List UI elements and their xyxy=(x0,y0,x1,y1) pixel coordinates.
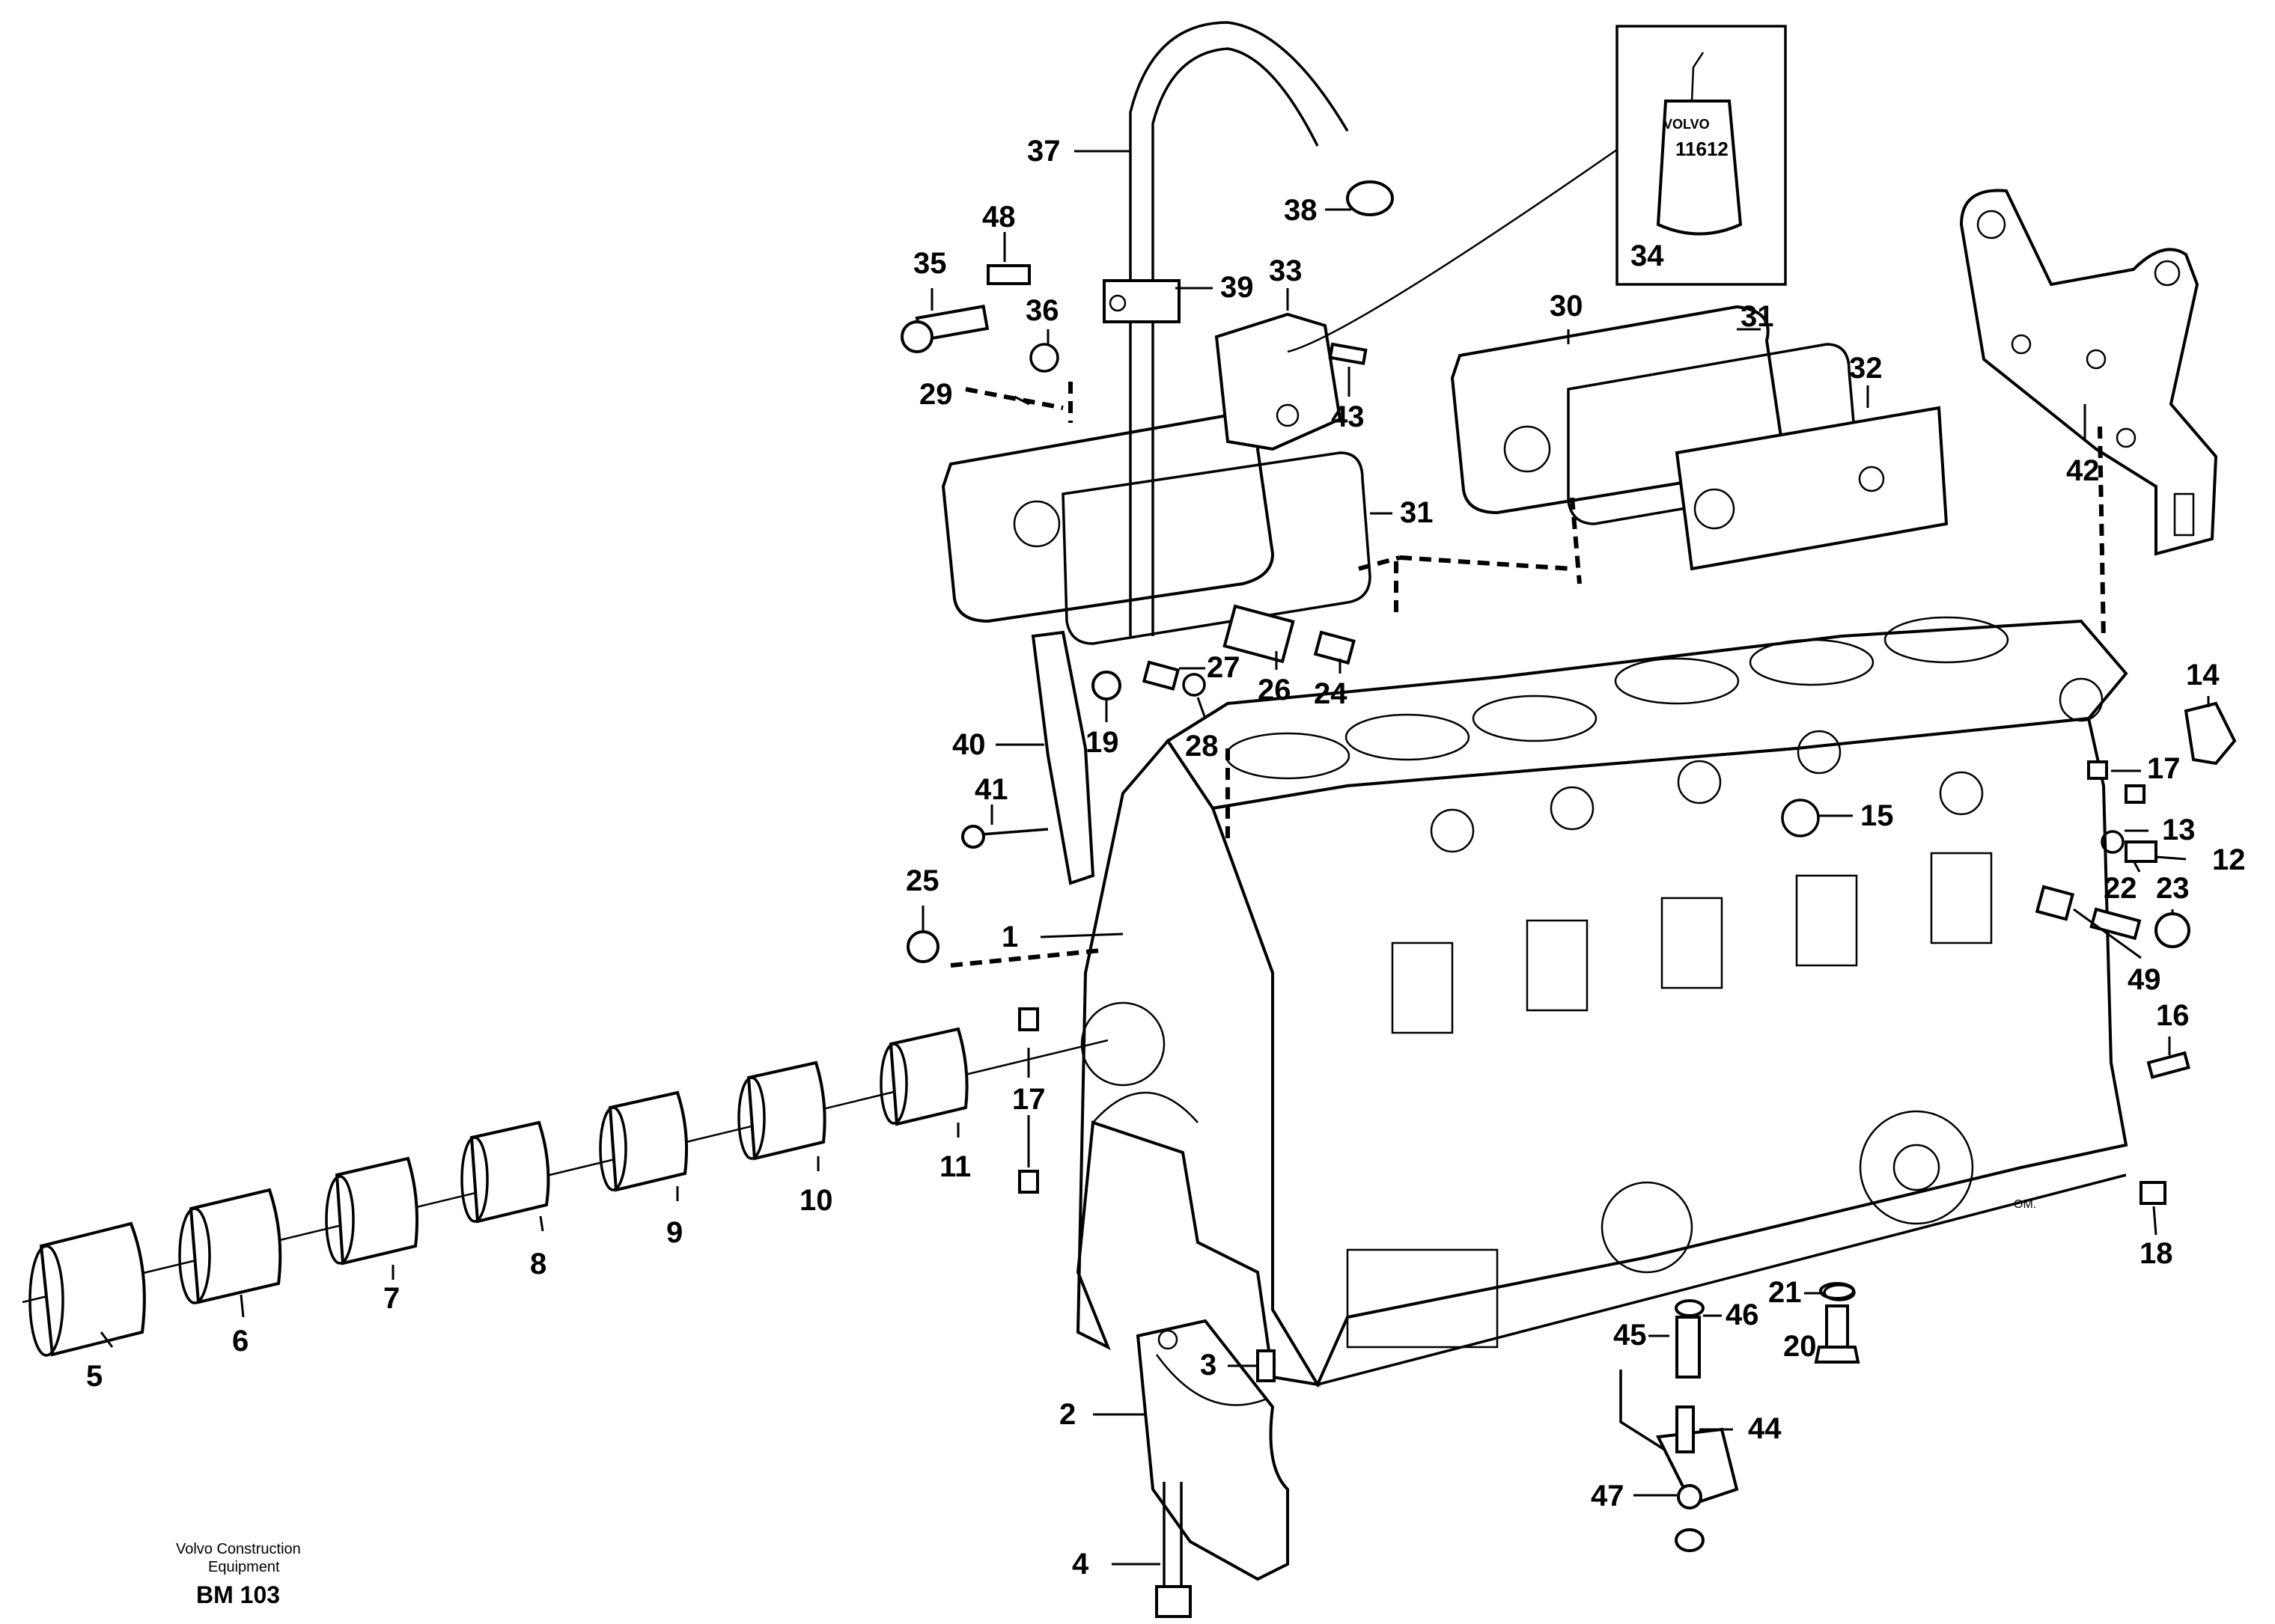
bushing-8 xyxy=(460,1120,550,1224)
part-label-11: 11 xyxy=(939,1150,971,1183)
part-label-35: 35 xyxy=(913,247,947,280)
sealant-number: 11612 xyxy=(1675,138,1729,160)
part-label-8: 8 xyxy=(530,1248,546,1280)
part-label-7: 7 xyxy=(383,1282,400,1315)
bolt-20 xyxy=(1814,1282,1860,1364)
caption-code: BM 103 xyxy=(196,1581,280,1608)
bushing-9 xyxy=(599,1090,689,1192)
part-label-3: 3 xyxy=(1200,1349,1216,1382)
drawing-signature: OM. xyxy=(2014,1198,2036,1211)
gasket-left-31 xyxy=(1062,451,1371,645)
bracket-33 xyxy=(1214,312,1342,451)
bushing-11 xyxy=(880,1027,969,1126)
part-label-5: 5 xyxy=(86,1360,103,1393)
part-label-44: 44 xyxy=(1748,1412,1782,1445)
part-label-24: 24 xyxy=(1314,677,1347,710)
part-label-46: 46 xyxy=(1726,1298,1759,1331)
part-label-15: 15 xyxy=(1860,799,1894,832)
part-label-26: 26 xyxy=(1258,674,1291,706)
dowel-3 xyxy=(1256,1349,1276,1382)
part-label-20: 20 xyxy=(1783,1330,1817,1363)
part-label-45: 45 xyxy=(1613,1319,1647,1352)
part-labels: 1 2 3 4 5 6 7 8 9 10 11 12 13 14 15 16 1 xyxy=(86,135,2246,1581)
part-label-32: 32 xyxy=(1849,352,1883,385)
part-label-9: 9 xyxy=(666,1216,683,1249)
sealant-inset-34: VOLVO 11612 xyxy=(1287,25,1787,353)
part-label-6: 6 xyxy=(232,1325,249,1358)
camshaft-bushings xyxy=(22,1027,1109,1357)
part-label-17: 17 xyxy=(1012,1083,1046,1116)
caption-company-line1: Volvo Construction xyxy=(176,1541,301,1557)
small-parts xyxy=(901,264,2237,1552)
part-label-48: 48 xyxy=(982,201,1016,233)
part-label-36: 36 xyxy=(1026,294,1059,327)
part-label-28: 28 xyxy=(1185,730,1219,763)
mounting-bracket-42 xyxy=(1959,189,2218,556)
part-label-37: 37 xyxy=(1027,135,1061,168)
part-label-31b: 31 xyxy=(1740,300,1774,333)
part-label-38: 38 xyxy=(1284,194,1318,227)
valve-cover-left-29 xyxy=(941,413,1275,623)
part-label-47: 47 xyxy=(1591,1480,1624,1512)
part-label-39: 39 xyxy=(1220,271,1254,304)
part-label-29: 29 xyxy=(919,378,953,411)
part-label-27: 27 xyxy=(1207,651,1240,684)
part-label-42: 42 xyxy=(2066,454,2100,487)
part-label-33: 33 xyxy=(1269,254,1303,287)
part-label-40: 40 xyxy=(952,728,986,761)
caption-company-line2: Equipment xyxy=(208,1559,280,1575)
part-label-34: 34 xyxy=(1630,239,1664,272)
part-label-19: 19 xyxy=(1085,726,1119,759)
bearing-cap-2 xyxy=(1136,1319,1289,1581)
part-label-17b: 17 xyxy=(2147,752,2181,785)
part-label-16: 16 xyxy=(2156,999,2190,1032)
part-label-14: 14 xyxy=(2186,659,2220,692)
part-label-22: 22 xyxy=(2104,872,2137,905)
part-label-31: 31 xyxy=(1400,496,1434,529)
cylinder-block xyxy=(1076,616,2128,1388)
part-label-41: 41 xyxy=(975,773,1008,806)
part-label-2: 2 xyxy=(1059,1398,1076,1431)
sealant-brand: VOLVO xyxy=(1663,117,1710,132)
bushing-10 xyxy=(737,1060,826,1161)
bushing-5 xyxy=(28,1221,146,1357)
part-label-25: 25 xyxy=(906,864,939,897)
breather-pipe-37 xyxy=(1103,21,1394,636)
alignment-lines xyxy=(950,382,2106,968)
part-label-49: 49 xyxy=(2128,963,2161,996)
cover-plate-32 xyxy=(1675,406,1949,571)
part-label-43: 43 xyxy=(1331,400,1365,433)
part-label-4: 4 xyxy=(1072,1548,1089,1581)
part-label-10: 10 xyxy=(800,1184,833,1217)
part-label-13: 13 xyxy=(2162,813,2196,846)
part-label-18: 18 xyxy=(2140,1237,2173,1270)
part-label-30: 30 xyxy=(1550,290,1583,323)
oil-strainer-pipe xyxy=(1619,1316,1739,1509)
bolt-4 xyxy=(1155,1482,1192,1618)
bushing-6 xyxy=(178,1188,282,1304)
part-label-12: 12 xyxy=(2212,843,2246,876)
part-label-23: 23 xyxy=(2156,872,2190,905)
caption-block: Volvo Construction Equipment BM 103 xyxy=(176,1541,301,1608)
part-label-1: 1 xyxy=(1002,921,1018,953)
part-label-21: 21 xyxy=(1768,1276,1802,1309)
bushing-7 xyxy=(325,1156,419,1266)
